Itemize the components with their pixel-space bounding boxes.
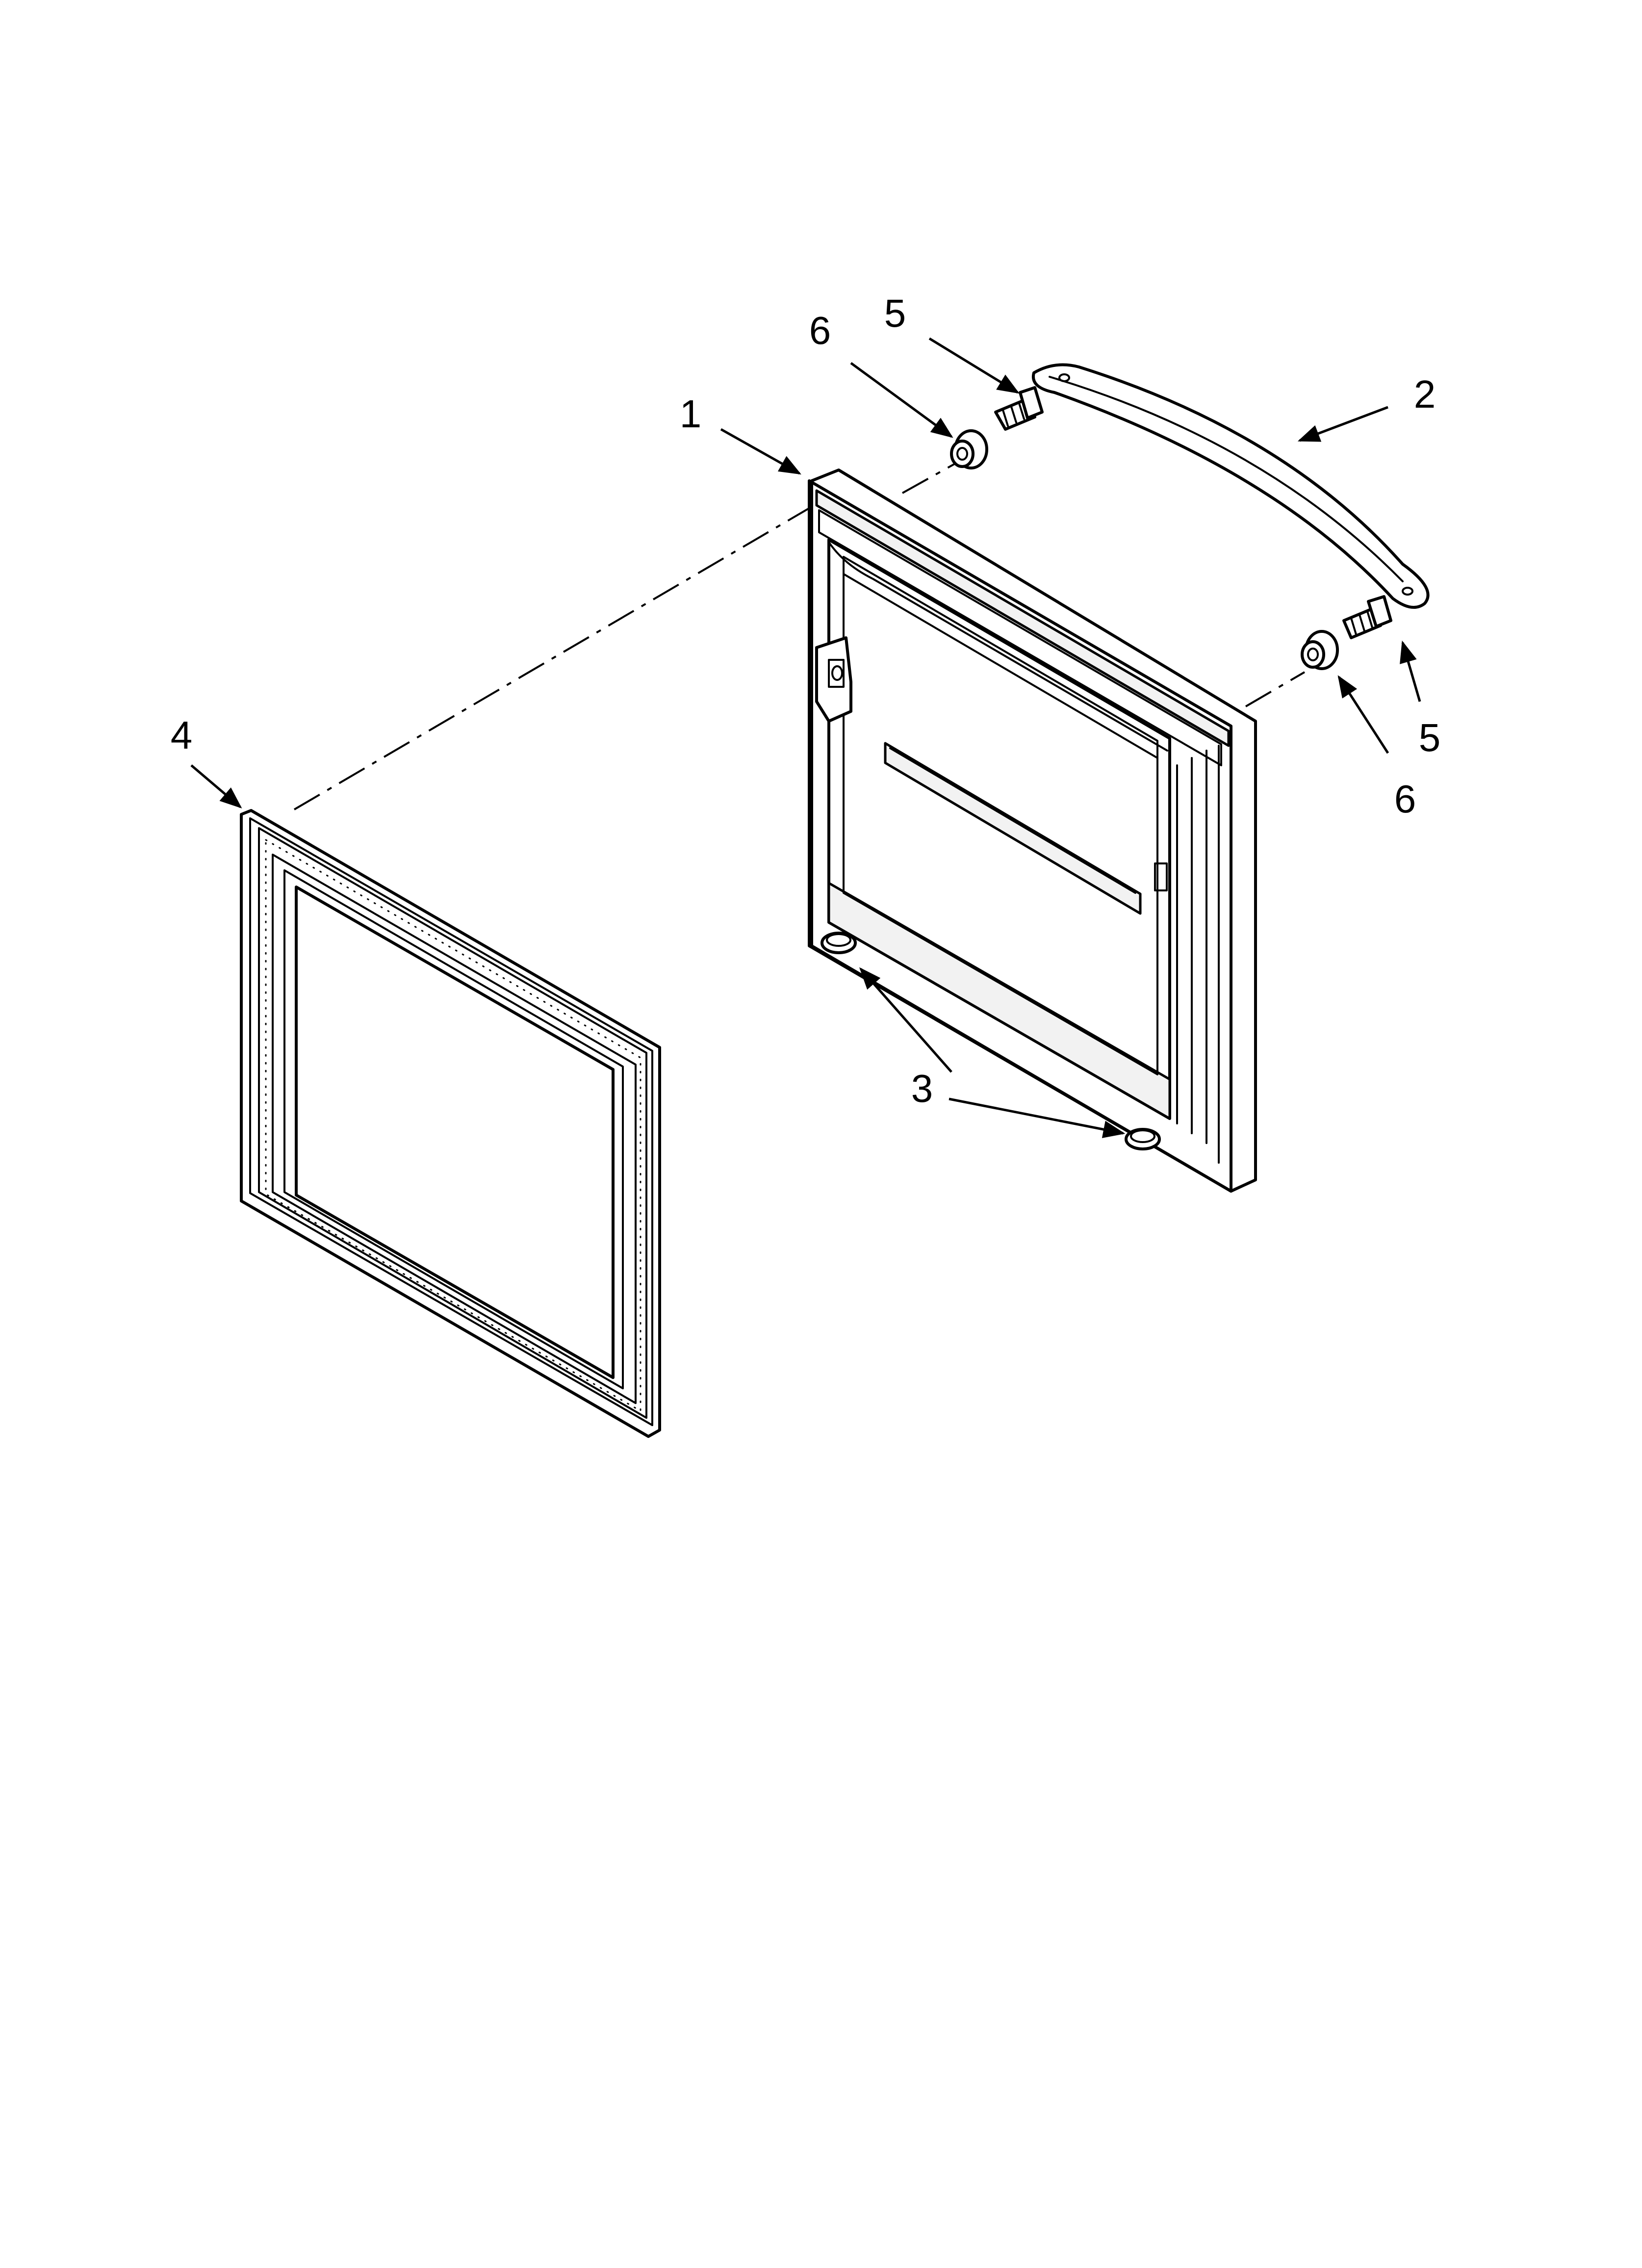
screw-upper <box>994 386 1044 431</box>
freezer-door <box>808 469 1257 1193</box>
callout-4: 4 <box>171 713 193 757</box>
door-gasket <box>240 809 661 1438</box>
callout-5b: 5 <box>1419 716 1441 759</box>
callout-6b: 6 <box>1394 777 1416 821</box>
bushing-lower <box>1301 630 1339 670</box>
callout-1: 1 <box>680 392 702 436</box>
screw-lower <box>1342 595 1392 639</box>
callout-5a: 5 <box>884 291 906 335</box>
glide-right <box>1125 1128 1161 1150</box>
leader-lines <box>190 337 1421 1138</box>
glide-left <box>821 932 857 954</box>
callout-6a: 6 <box>809 309 831 352</box>
callouts: 1 2 3 4 5 5 6 6 <box>171 291 1441 1110</box>
callout-2: 2 <box>1414 372 1436 416</box>
callout-3: 3 <box>911 1067 933 1110</box>
bushing-upper <box>950 429 988 469</box>
door-handle <box>1031 363 1430 609</box>
